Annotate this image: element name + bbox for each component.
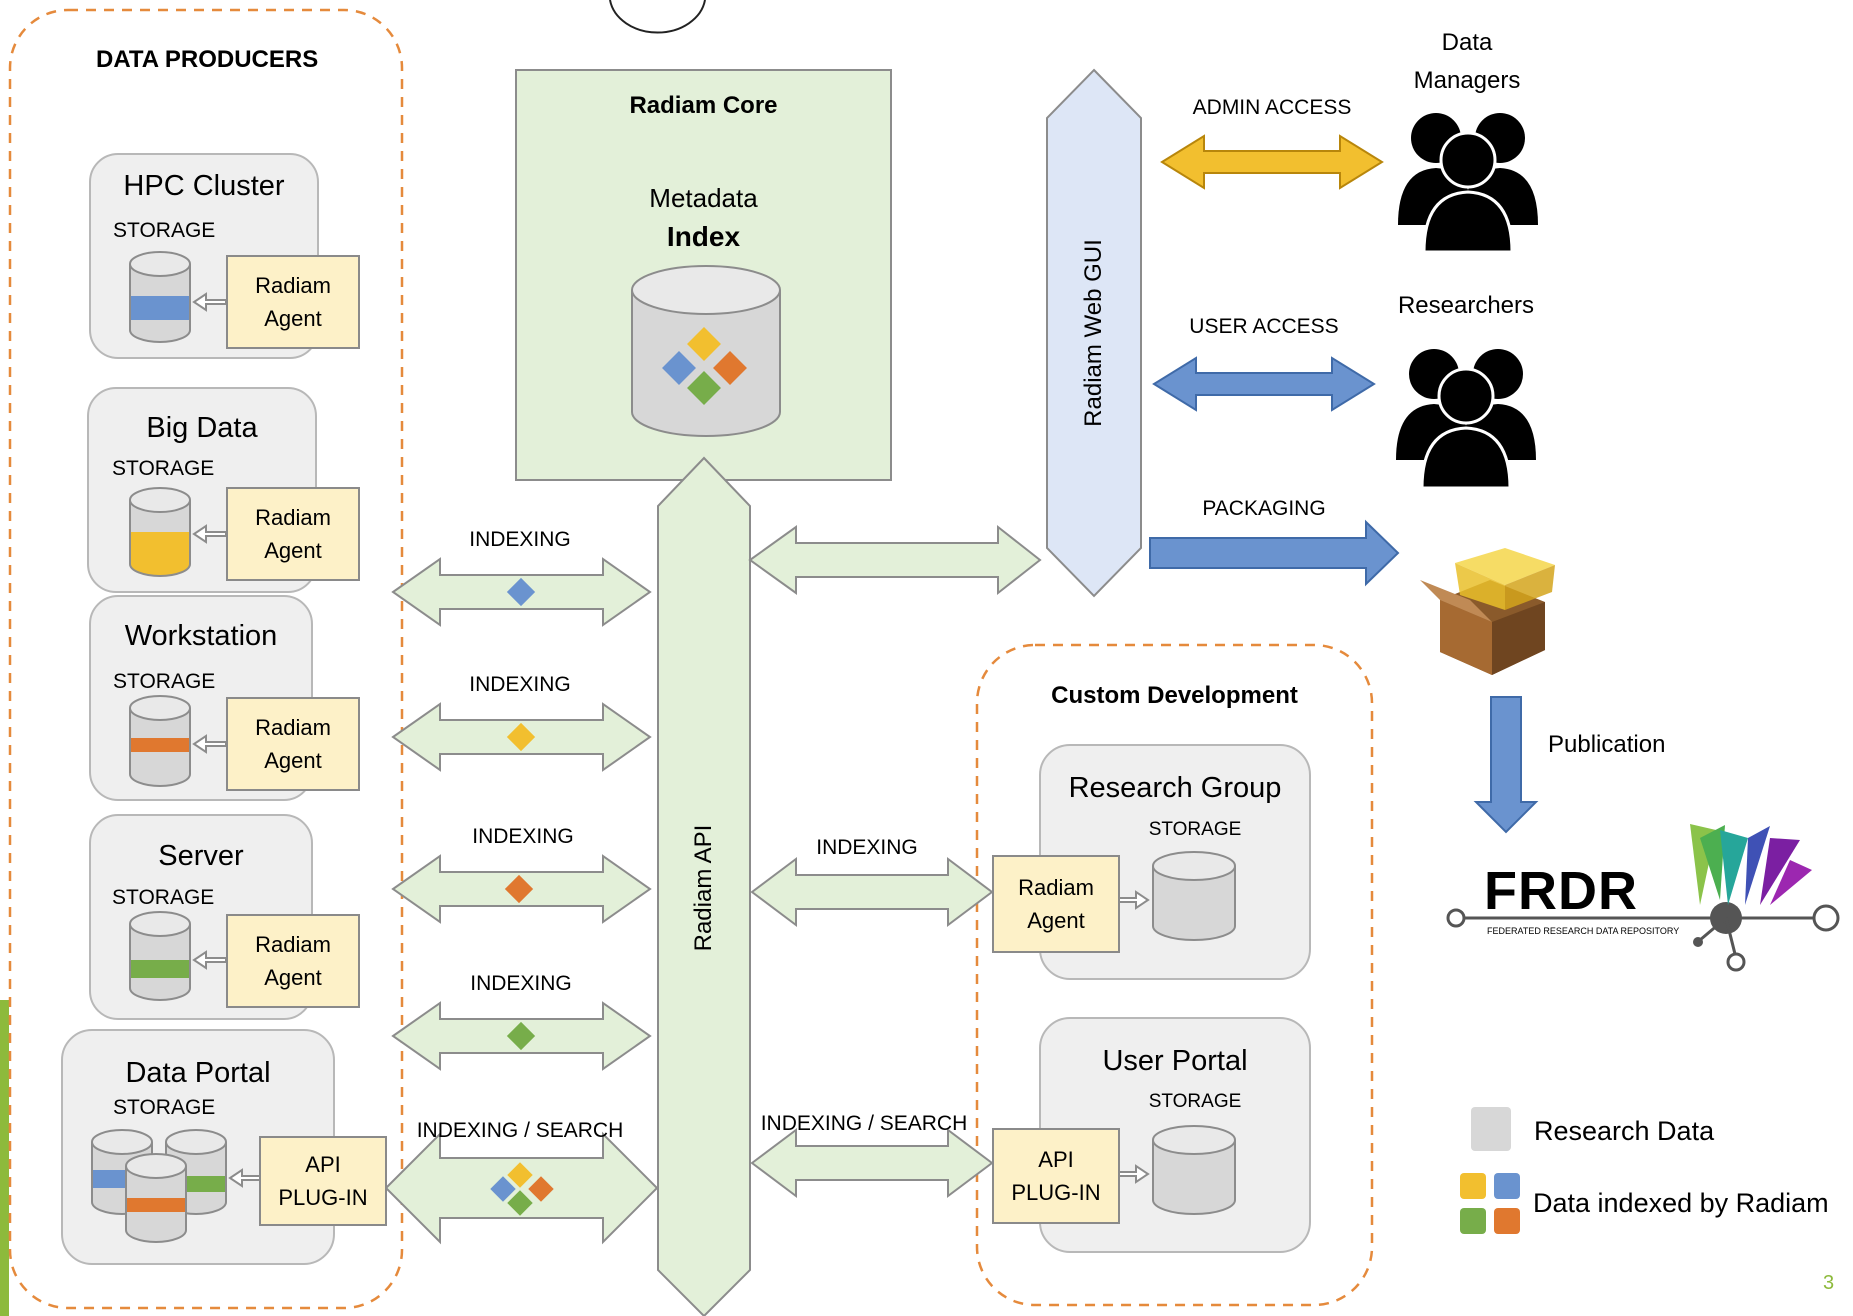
publication-label: Publication — [1548, 731, 1666, 758]
researchers-label: Researchers — [1397, 292, 1535, 319]
workstation-radiam-agent: Radiam Agent — [226, 697, 360, 791]
frdr-logo-graphic — [1446, 824, 1840, 972]
big-data-storage-label: STORAGE — [112, 457, 215, 480]
radiam-web-gui-arrow — [1046, 68, 1142, 598]
user-access-label: USER ACCESS — [1189, 315, 1339, 338]
indexing-arrow-custom — [750, 857, 994, 927]
diamond-orange — [504, 874, 534, 904]
diamond-green — [506, 1021, 536, 1051]
admin-access-label: ADMIN ACCESS — [1192, 96, 1352, 119]
data-managers-icon — [1398, 113, 1538, 254]
api-webgui-arrow — [748, 524, 1042, 596]
indexing-search-arrow-custom — [750, 1128, 994, 1198]
data-portal-api-plugin: API PLUG-IN — [259, 1136, 387, 1226]
legend-green-swatch — [1460, 1208, 1486, 1234]
left-edge-bar — [0, 1000, 9, 1316]
index-label: Index — [666, 221, 741, 252]
metadata-label: Metadata — [649, 183, 758, 213]
hpc-radiam-agent: Radiam Agent — [226, 255, 360, 349]
hpc-storage-label: STORAGE — [113, 219, 216, 242]
server-storage-cylinder — [129, 911, 191, 1001]
radiam-api-label: Radiam API — [690, 824, 718, 952]
radiam-core-title: Radiam Core — [629, 92, 778, 119]
legend-blue-swatch — [1494, 1173, 1520, 1199]
publication-arrow — [1473, 696, 1539, 834]
workstation-storage-cylinder — [129, 695, 191, 787]
packaging-label: PACKAGING — [1202, 497, 1326, 520]
custom-development-title: Custom Development — [1051, 682, 1298, 709]
indexing-search-label-custom: INDEXING / SEARCH — [760, 1112, 968, 1135]
package-icon — [1420, 548, 1555, 675]
user-portal-storage-label: STORAGE — [1148, 1091, 1242, 1112]
indexing-label-3: INDEXING — [472, 825, 574, 848]
user-portal-api-plugin: API PLUG-IN — [992, 1128, 1120, 1224]
research-group-title: Research Group — [1068, 772, 1282, 804]
diamond-yellow — [506, 722, 536, 752]
packaging-arrow — [1149, 519, 1400, 587]
data-portal-storage-label: STORAGE — [113, 1096, 216, 1119]
indexing-label-1: INDEXING — [469, 528, 571, 551]
radiam-web-gui-label: Radiam Web GUI — [1080, 239, 1108, 427]
legend-research-data-swatch — [1471, 1107, 1511, 1151]
research-group-storage-cylinder — [1152, 851, 1236, 941]
workstation-storage-label: STORAGE — [113, 670, 216, 693]
data-managers-label: Data Managers — [1413, 29, 1521, 94]
admin-access-arrow — [1160, 134, 1384, 190]
hpc-storage-cylinder — [129, 251, 191, 343]
data-portal-storage-cylinders — [91, 1129, 227, 1243]
data-portal-title: Data Portal — [125, 1057, 271, 1089]
server-radiam-agent: Radiam Agent — [226, 914, 360, 1008]
indexing-label-2: INDEXING — [469, 673, 571, 696]
indexing-label-4: INDEXING — [470, 972, 572, 995]
user-portal-title: User Portal — [1102, 1045, 1248, 1077]
frdr-logo-text: FRDR — [1484, 861, 1638, 921]
legend-indexed-label: Data indexed by Radiam — [1533, 1188, 1829, 1218]
server-title: Server — [158, 840, 244, 872]
indexing-search-label-left: INDEXING / SEARCH — [416, 1119, 624, 1142]
hpc-cluster-title: HPC Cluster — [123, 170, 285, 202]
data-producers-title: DATA PRODUCERS — [96, 46, 319, 73]
research-group-radiam-agent: Radiam Agent — [992, 855, 1120, 953]
page-number: 3 — [1823, 1272, 1835, 1294]
legend-yellow-swatch — [1460, 1173, 1486, 1199]
diamond-blue — [506, 577, 536, 607]
server-storage-label: STORAGE — [112, 886, 215, 909]
big-data-title: Big Data — [146, 412, 258, 444]
legend-research-data-label: Research Data — [1534, 1116, 1715, 1146]
user-portal-storage-cylinder — [1152, 1125, 1236, 1215]
metadata-index-cylinder — [631, 265, 781, 437]
user-access-arrow — [1152, 356, 1376, 412]
indexing-label-custom: INDEXING — [816, 836, 918, 859]
big-data-radiam-agent: Radiam Agent — [226, 487, 360, 581]
workstation-title: Workstation — [124, 620, 278, 652]
frdr-logo-subtext: FEDERATED RESEARCH DATA REPOSITORY — [1487, 926, 1680, 936]
legend-orange-swatch — [1494, 1208, 1520, 1234]
researchers-icon — [1396, 349, 1536, 490]
research-group-storage-label: STORAGE — [1148, 819, 1242, 840]
radiam-api-arrow — [657, 456, 751, 1316]
agent-arrows-left — [192, 292, 263, 1188]
indexing-search-arrow-left — [384, 1131, 659, 1245]
big-data-storage-cylinder — [129, 487, 191, 577]
top-circle-fragment — [609, 0, 706, 34]
data-producers-container — [8, 8, 404, 1310]
custom-development-container — [975, 643, 1374, 1307]
